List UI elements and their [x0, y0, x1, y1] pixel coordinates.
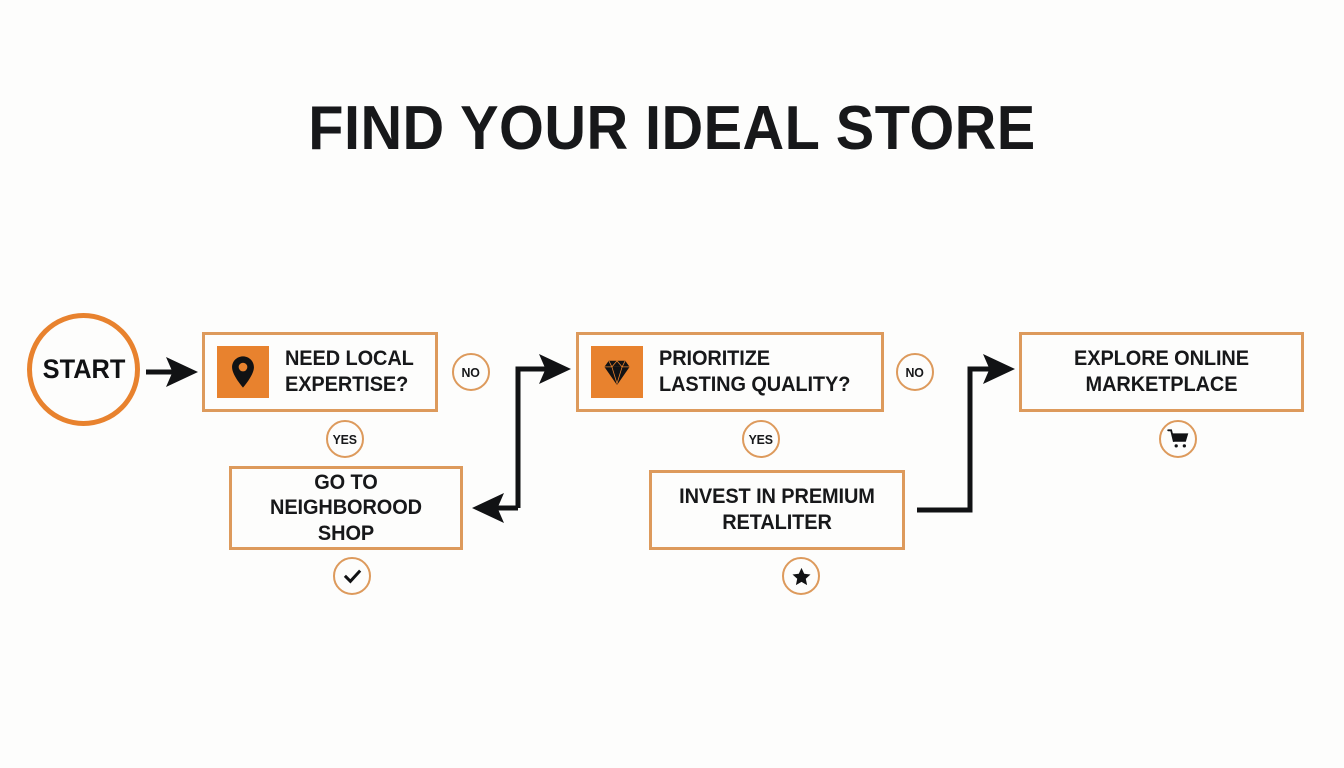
edge-need-local-no-to-quality: [471, 354, 572, 523]
badge-no-1-label: NO: [461, 364, 481, 380]
start-node[interactable]: START: [27, 313, 140, 426]
badge-yes-1-label: YES: [332, 431, 358, 447]
start-node-label: START: [42, 354, 125, 384]
page-title: FIND YOUR IDEAL STORE: [308, 94, 1036, 163]
node-invest-in-premium-retaliter-label: INVEST IN PREMIUM RETALITER: [679, 485, 875, 534]
node-go-to-neighborood-shop-label: GO TO NEIGHBOROOD SHOP: [270, 470, 422, 545]
node-go-to-neighborood-shop[interactable]: GO TO NEIGHBOROOD SHOP: [229, 466, 463, 550]
star-icon: [791, 566, 812, 587]
diamond-icon: [591, 346, 643, 398]
node-explore-online-marketplace-label: EXPLORE ONLINE MARKETPLACE: [1074, 347, 1249, 396]
node-explore-online-marketplace[interactable]: EXPLORE ONLINE MARKETPLACE: [1019, 332, 1304, 412]
badge-yes-2: YES: [742, 420, 780, 458]
badge-yes-1: YES: [326, 420, 364, 458]
star-icon-badge: [782, 557, 820, 595]
shopping-cart-icon-badge: [1159, 420, 1197, 458]
badge-no-1: NO: [452, 353, 490, 391]
location-pin-icon: [217, 346, 269, 398]
badge-no-2: NO: [896, 353, 934, 391]
check-icon: [342, 566, 363, 587]
badge-no-2-label: NO: [905, 364, 925, 380]
node-need-local-expertise-label: NEED LOCAL EXPERTISE?: [285, 347, 414, 396]
shopping-cart-icon: [1166, 428, 1190, 451]
node-prioritize-lasting-quality-label: PRIORITIZE LASTING QUALITY?: [659, 347, 851, 396]
edge-premium-to-online: [917, 354, 1016, 513]
badge-yes-2-label: YES: [748, 431, 774, 447]
node-prioritize-lasting-quality[interactable]: PRIORITIZE LASTING QUALITY?: [576, 332, 884, 412]
node-need-local-expertise[interactable]: NEED LOCAL EXPERTISE?: [202, 332, 438, 412]
check-icon-badge: [333, 557, 371, 595]
node-invest-in-premium-retaliter[interactable]: INVEST IN PREMIUM RETALITER: [649, 470, 905, 550]
